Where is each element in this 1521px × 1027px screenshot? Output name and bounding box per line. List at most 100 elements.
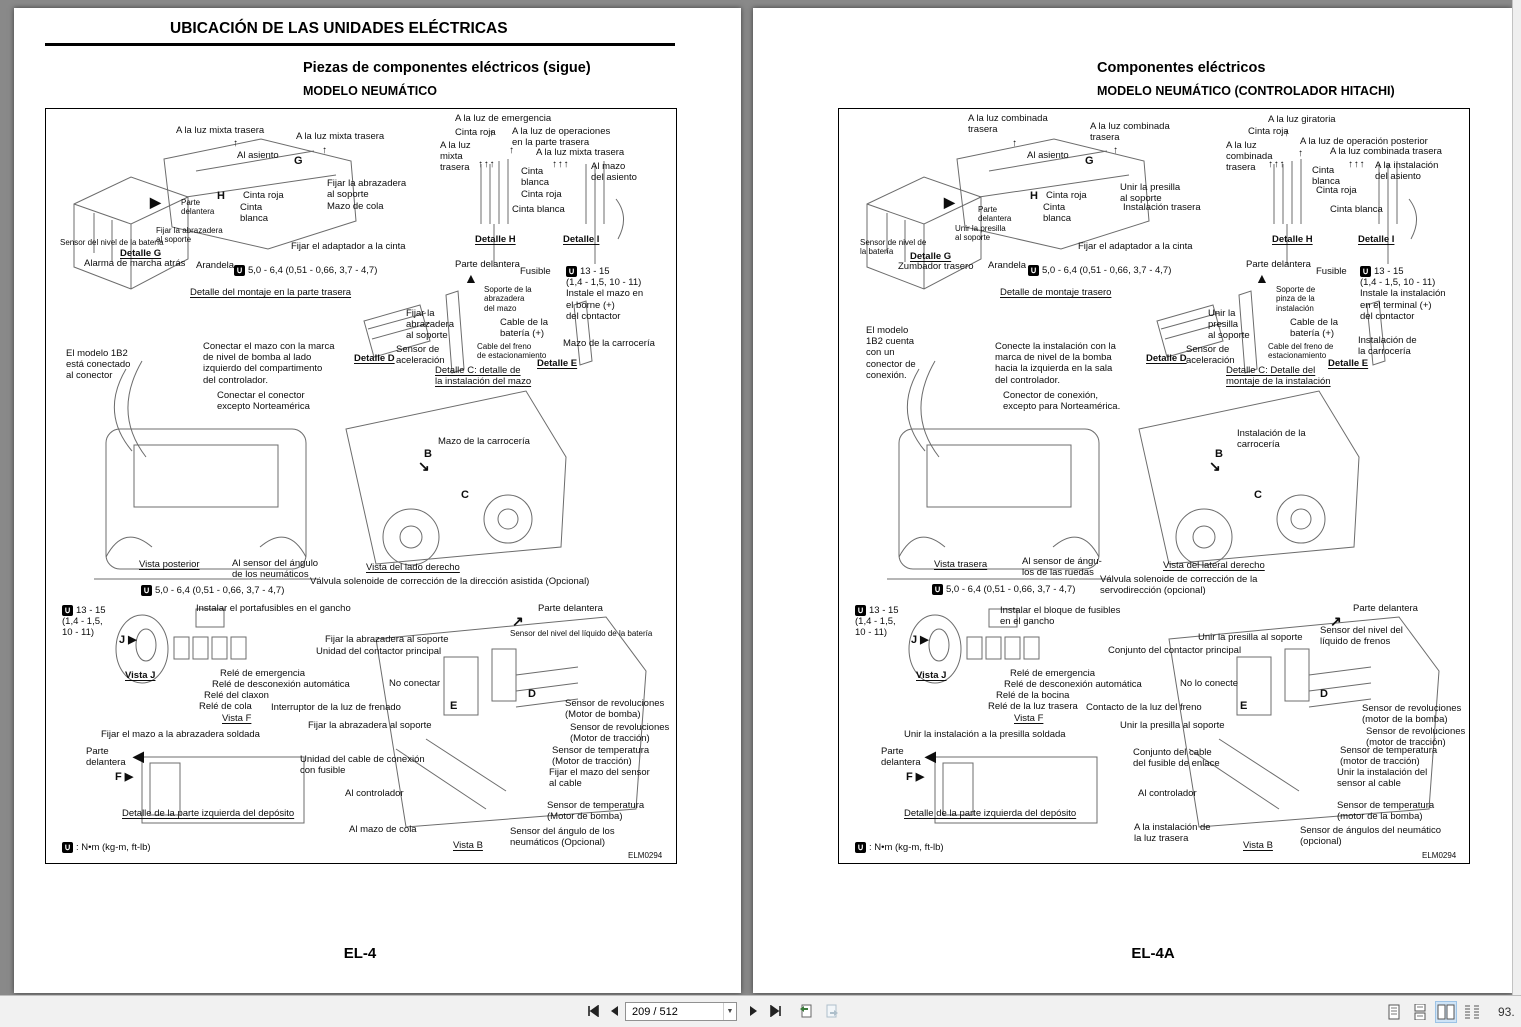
- diagram-label: ELM0294: [628, 851, 663, 860]
- diagram-label: Parte delantera: [538, 603, 603, 614]
- diagram-label: A la luz mixta trasera: [296, 131, 385, 142]
- arrow-icon: ↑: [1012, 138, 1017, 149]
- vertical-scrollbar[interactable]: [1512, 0, 1521, 995]
- continuous-layout-button[interactable]: [1409, 1001, 1431, 1023]
- detail-caption: Detalle de la parte izquierda del depósi…: [122, 808, 295, 819]
- detail-caption: Detalle H: [475, 234, 516, 245]
- diagram-label: Parte delantera: [978, 205, 1012, 224]
- pdf-toolbar: 209 / 512 ▼ 93.: [0, 995, 1521, 1027]
- two-page-layout-button[interactable]: [1435, 1001, 1457, 1023]
- diagram-label: Unir la presilla al soporte: [1120, 182, 1181, 205]
- diagram-frame-right: [838, 108, 1470, 864]
- detail-caption: Detalle H: [1272, 234, 1313, 245]
- detail-caption: Detalle de montaje trasero: [1000, 287, 1112, 298]
- arrow-icon: ↗: [512, 613, 524, 629]
- arrow-icon: ↘: [1209, 458, 1221, 474]
- torque-spec-label: 13 - 15 (1,4 - 1,5, 10 - 11): [62, 605, 106, 639]
- diagram-label: Sensor de temperatura (Motor de tracción…: [552, 745, 650, 768]
- diagram-label: Fijar el mazo del sensor al cable: [549, 767, 650, 790]
- diagram-label: Contacto de la luz del freno: [1086, 702, 1202, 713]
- arrow-icon: ↗: [1330, 613, 1342, 629]
- diagram-label: Parte delantera: [1246, 259, 1311, 270]
- detail-caption: Vista J: [125, 670, 156, 681]
- two-page-continuous-layout-button[interactable]: [1461, 1001, 1483, 1023]
- previous-view-button[interactable]: [796, 1001, 816, 1021]
- first-page-button[interactable]: [583, 1001, 603, 1021]
- diagram-label: A la luz combinada trasera: [1330, 146, 1442, 157]
- diagram-label: Cable de la batería (+): [1290, 317, 1339, 340]
- diagram-label: Fijar el adaptador a la cinta: [291, 241, 406, 252]
- diagram-label: A la luz de operaciones en la parte tras…: [512, 126, 611, 149]
- diagram-label: Al sensor del ángulo de los neumáticos: [232, 558, 319, 581]
- single-page-layout-button[interactable]: [1383, 1001, 1405, 1023]
- diagram-label: Conectar el mazo con la marca de nivel d…: [203, 341, 335, 386]
- diagram-label: Relé de la luz trasera: [988, 701, 1078, 712]
- arrow-icon: ↑: [509, 145, 514, 156]
- diagram-label: Instalación trasera: [1123, 202, 1201, 213]
- left-page-subtitle: MODELO NEUMÁTICO: [303, 84, 438, 98]
- arrow-icon: ↑ ↑ ↑: [552, 159, 569, 170]
- diagram-label: Instalar el bloque de fusibles en el gan…: [1000, 605, 1121, 628]
- diagram-label: Sensor del nivel del líquido de la bater…: [510, 629, 653, 638]
- detail-caption: Vista B: [453, 840, 483, 851]
- diagram-label: Conector de conexión, excepto para Norte…: [1003, 390, 1121, 413]
- diagram-label: H: [1030, 190, 1038, 202]
- diagram-label: F ▶: [906, 771, 925, 783]
- diagram-label: Cinta roja: [243, 190, 284, 201]
- diagram-label: Sensor de temperatura (motor de la bomba…: [1337, 800, 1435, 823]
- diagram-label: No conectar: [389, 678, 441, 689]
- next-page-button[interactable]: [744, 1001, 764, 1021]
- diagram-label: G: [1085, 155, 1094, 167]
- diagram-label: Sensor de aceleración: [1186, 344, 1235, 367]
- diagram-label: A la luz de emergencia: [455, 113, 552, 124]
- diagram-label: Relé de desconexión automática: [212, 679, 350, 690]
- diagram-label: Válvula solenoide de corrección de la se…: [1100, 574, 1258, 597]
- arrow-icon: ↑: [233, 138, 238, 149]
- chevron-down-icon[interactable]: ▼: [723, 1003, 736, 1020]
- diagram-label: C: [461, 489, 469, 501]
- diagram-label: A la luz combinada trasera: [968, 113, 1048, 136]
- diagram-label: B: [424, 448, 432, 460]
- page-number-input[interactable]: 209 / 512 ▼: [625, 1002, 737, 1021]
- detail-caption: Vista F: [222, 713, 252, 724]
- diagram-label: Parte delantera: [455, 259, 520, 270]
- diagram-label: Sensor del nivel de la batería: [60, 238, 164, 247]
- diagram-label: Cinta roja: [1316, 185, 1357, 196]
- diagram-label: El modelo 1B2 cuenta con un conector de …: [866, 325, 916, 381]
- arrow-icon: ↑: [1284, 128, 1289, 139]
- diagram-label: Unir la presilla al soporte: [1198, 632, 1303, 643]
- previous-page-button[interactable]: [604, 1001, 624, 1021]
- detail-caption: Detalle del montaje en la parte trasera: [190, 287, 352, 298]
- next-view-button[interactable]: [822, 1001, 842, 1021]
- diagram-label: A la luz mixta trasera: [176, 125, 265, 136]
- diagram-label: Instalación de la carrocería: [1358, 335, 1417, 358]
- right-page-title: Componentes eléctricos: [1097, 60, 1266, 76]
- diagram-label: Parte delantera: [1353, 603, 1418, 614]
- diagram-label: G: [294, 155, 303, 167]
- diagram-label: A la luz de operación posterior: [1300, 136, 1428, 147]
- torque-spec-label: : N•m (kg-m, ft-lb): [62, 842, 151, 853]
- torque-spec-label: 5,0 - 6,4 (0,51 - 0,66, 3,7 - 4,7): [141, 585, 284, 596]
- header-rule: [45, 43, 675, 46]
- diagram-label: Relé de cola: [199, 701, 252, 712]
- diagram-label: El modelo 1B2 está conectado al conector: [66, 348, 131, 382]
- diagram-label: Cinta roja: [521, 189, 562, 200]
- arrow-icon: ▶: [150, 194, 161, 210]
- last-page-button[interactable]: [766, 1001, 786, 1021]
- detail-caption: Detalle C: Detalle del montaje de la ins…: [1226, 365, 1331, 388]
- diagram-label: Cinta blanca: [521, 166, 549, 189]
- diagram-label: Sensor del ángulo de los neumáticos (Opc…: [510, 826, 615, 849]
- diagram-label: H: [217, 190, 225, 202]
- page-number-value[interactable]: 209 / 512: [632, 1005, 678, 1018]
- diagram-label: Sensor de aceleración: [396, 344, 445, 367]
- diagram-label: Conecte la instalación con la marca de n…: [995, 341, 1116, 386]
- diagram-label: Relé de desconexión automática: [1004, 679, 1142, 690]
- torque-spec-label: 5,0 - 6,4 (0,51 - 0,66, 3,7 - 4,7): [234, 265, 377, 276]
- arrow-icon: ▲: [1255, 270, 1269, 286]
- diagram-label: Parte delantera: [181, 198, 215, 217]
- diagram-label: Relé de emergencia: [220, 668, 306, 679]
- arrow-icon: ▶: [944, 194, 955, 210]
- diagram-label: ELM0294: [1422, 851, 1457, 860]
- detail-caption: Vista trasera: [934, 559, 988, 570]
- detail-caption: Detalle D: [1146, 353, 1187, 364]
